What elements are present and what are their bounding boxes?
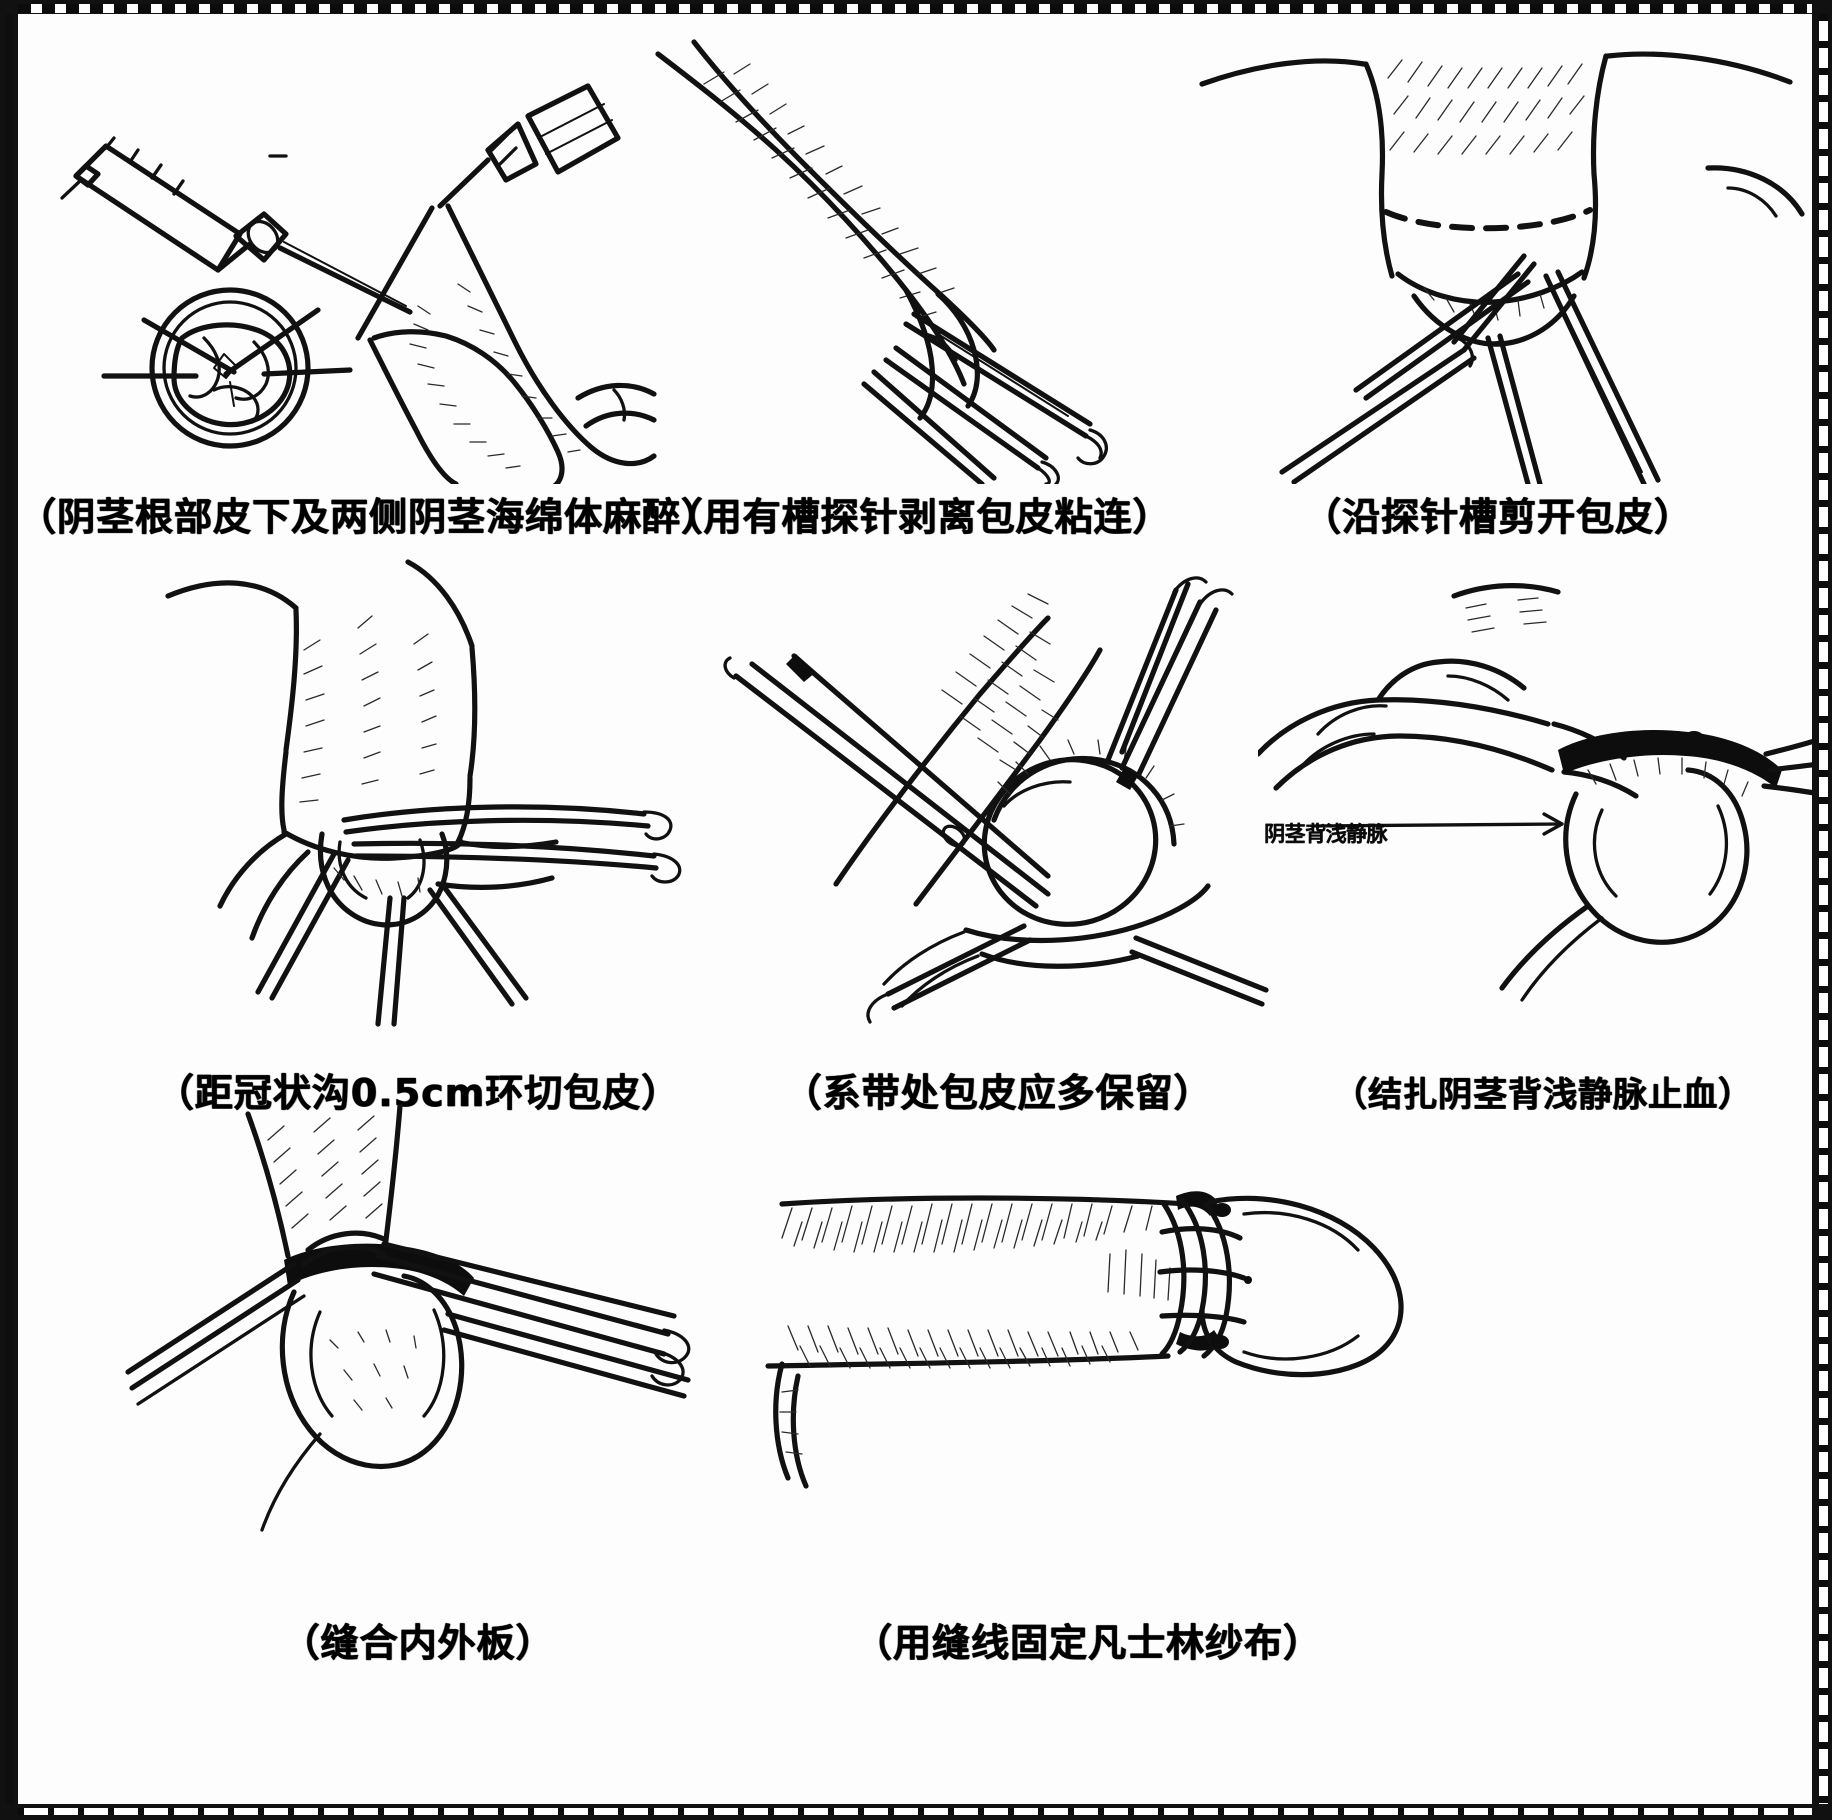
panel-6-artwork: 阴茎背浅静脉 bbox=[1258, 574, 1812, 1060]
figure-plate: （阴茎根部皮下及两侧阴茎海绵体麻醉） bbox=[18, 14, 1812, 1804]
panel-2-caption: （用有槽探针剥离包皮粘连） bbox=[664, 495, 1172, 540]
vein-annotation-label: 阴茎背浅静脉 bbox=[1264, 822, 1388, 846]
panel-probe-adhesion: （用有槽探针剥离包皮粘连） bbox=[638, 38, 1198, 538]
panel-2-artwork bbox=[638, 38, 1198, 484]
page-border-right-perforation bbox=[1819, 14, 1828, 1804]
panel-3-caption: （沿探针槽剪开包皮） bbox=[1302, 495, 1693, 540]
panel-anesthesia: （阴茎根部皮下及两侧阴茎海绵体麻醉） bbox=[18, 38, 721, 540]
panel-8-artwork bbox=[758, 1104, 1418, 1610]
panel-1-artwork bbox=[18, 38, 658, 484]
panel-circumcise: （距冠状沟0.5cm环切包皮） bbox=[108, 554, 728, 1114]
panel-4-caption: （距冠状沟0.5cm环切包皮） bbox=[155, 1071, 681, 1116]
panel-1-caption: （阴茎根部皮下及两侧阴茎海绵体麻醉） bbox=[18, 495, 721, 540]
panel-frenulum: （系带处包皮应多保留） bbox=[718, 554, 1278, 1114]
panel-8-caption: （用缝线固定凡士林纱布） bbox=[853, 1621, 1322, 1666]
panel-3-artwork bbox=[1188, 38, 1808, 484]
page-border-bottom-perforation bbox=[18, 1808, 1812, 1815]
panel-vaseline-gauze: （用缝线固定凡士林纱布） bbox=[758, 1104, 1418, 1664]
panel-6-caption: （结扎阴茎背浅静脉止血） bbox=[1333, 1075, 1753, 1116]
page-border-left-edge bbox=[6, 14, 14, 1804]
panel-7-caption: （缝合内外板） bbox=[281, 1621, 555, 1666]
figure-sheet: （阴茎根部皮下及两侧阴茎海绵体麻醉） bbox=[18, 14, 1812, 1804]
panel-cut-foreskin: （沿探针槽剪开包皮） bbox=[1188, 38, 1808, 538]
page-border-top-perforation bbox=[18, 4, 1812, 13]
panel-ligate-vein: 阴茎背浅静脉 （结扎阴茎背浅静脉止血） bbox=[1258, 574, 1812, 1114]
panel-suture-layers: （缝合内外板） bbox=[108, 1104, 728, 1664]
panel-5-caption: （系带处包皮应多保留） bbox=[783, 1071, 1213, 1116]
panel-4-artwork bbox=[108, 554, 728, 1060]
panel-7-artwork bbox=[108, 1104, 728, 1610]
panel-5-artwork bbox=[718, 554, 1278, 1060]
